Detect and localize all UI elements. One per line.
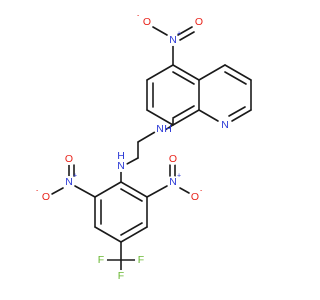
atom-charge: - <box>137 13 140 20</box>
atom-nitro-n-left: N + <box>63 173 77 188</box>
atom-text: O <box>65 153 73 165</box>
bond <box>94 181 122 198</box>
atom-label-backdrop <box>193 16 205 28</box>
atom-text: F <box>98 254 104 266</box>
atom-label-backdrop <box>63 176 75 188</box>
atom-text: O <box>169 153 177 165</box>
bond <box>179 187 190 194</box>
atom-text: N <box>221 119 229 131</box>
bond <box>224 64 252 81</box>
atom-label-backdrop <box>135 254 147 266</box>
atom-hydrogen: H <box>164 123 172 135</box>
atom-charge: + <box>73 173 77 180</box>
atom-charge: + <box>177 173 181 180</box>
atom-fluorine-right: F <box>135 254 147 266</box>
atom-text: O <box>195 16 203 28</box>
atom-text: F <box>138 254 144 266</box>
atom-label-layer: N + O - O N N H N H N + O O - <box>36 13 231 282</box>
atom-text: O <box>143 16 151 28</box>
atom-nitro-n-top: N + <box>167 31 181 46</box>
atom-fluorine-bottom: F <box>115 270 127 282</box>
atom-text: N <box>169 176 177 188</box>
atom-nitro-o-left-top: O <box>63 153 75 165</box>
atom-label-backdrop <box>167 153 179 165</box>
bond <box>120 181 148 198</box>
atom-text: N <box>169 34 177 46</box>
bond <box>224 71 247 85</box>
bond <box>177 26 193 36</box>
molecule-structure-diagram: N + O - O N N H N H N + O O - <box>36 13 252 282</box>
atom-nitro-o-top-right: O <box>193 16 205 28</box>
bond <box>172 64 200 81</box>
atom-quinoline-n: N <box>219 119 231 131</box>
atom-text: O <box>42 191 50 203</box>
bond <box>51 187 64 195</box>
atom-label-backdrop <box>115 160 127 172</box>
bond <box>231 109 252 122</box>
bond <box>164 124 174 131</box>
atom-fluorine-left: F <box>95 254 107 266</box>
atom-charge: - <box>200 188 203 195</box>
bond <box>179 31 195 41</box>
atom-label-backdrop <box>167 34 179 46</box>
atom-text: N <box>156 123 164 135</box>
atom-amine-n-top: N H <box>154 123 172 135</box>
bond <box>74 185 96 198</box>
atom-nitro-o-right: O - <box>189 188 203 203</box>
bond <box>124 157 139 166</box>
bond <box>120 188 143 202</box>
bond <box>172 71 195 85</box>
atom-label-backdrop <box>40 191 52 203</box>
atom-text: N <box>65 176 73 188</box>
atom-text: N <box>117 160 125 172</box>
bond <box>172 109 200 126</box>
bond <box>152 26 168 36</box>
bond <box>146 185 168 198</box>
bond <box>198 64 226 81</box>
bond <box>120 226 148 243</box>
bond <box>120 222 143 236</box>
bond <box>137 131 156 143</box>
atom-label-backdrop <box>95 254 107 266</box>
atom-label-backdrop <box>63 153 75 165</box>
bond <box>146 109 174 126</box>
atom-label-backdrop <box>167 176 179 188</box>
atom-label-backdrop <box>154 123 166 135</box>
atom-charge: - <box>36 188 39 195</box>
bond <box>146 64 174 81</box>
bond <box>94 226 122 243</box>
bond <box>172 105 195 119</box>
atom-label-backdrop <box>141 16 153 28</box>
atom-text: O <box>191 191 199 203</box>
bond <box>198 109 219 122</box>
bond <box>228 106 246 117</box>
atom-label-backdrop <box>115 270 127 282</box>
atom-hydrogen: H <box>117 150 125 162</box>
atom-nitro-o-left: O - <box>36 188 52 203</box>
atom-nitro-n-right: N + <box>167 173 181 188</box>
atom-text: F <box>118 270 124 282</box>
atom-label-backdrop <box>219 119 231 131</box>
atom-label-backdrop <box>189 191 201 203</box>
bond-layer <box>51 26 252 271</box>
atom-nitro-o-right-top: O <box>167 153 179 165</box>
atom-nitro-o-top-left: O - <box>137 13 153 28</box>
atom-charge: + <box>177 31 181 38</box>
atom-amine-n-mid: N H <box>115 150 127 172</box>
